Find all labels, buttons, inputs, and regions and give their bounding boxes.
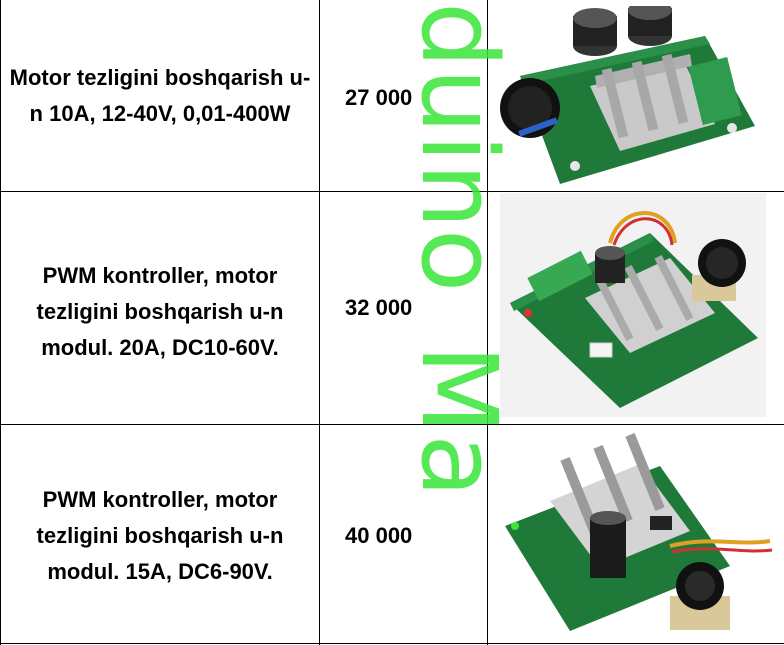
product-image-1 bbox=[500, 6, 770, 186]
table-border-bottom bbox=[0, 643, 784, 644]
table-row-1-title: Motor tezligini boshqarish u-n 10A, 12-4… bbox=[9, 65, 311, 126]
table-row-3-price: 40 000 bbox=[345, 523, 413, 548]
table-row-3-title: PWM kontroller, motor tezligini boshqari… bbox=[36, 487, 284, 584]
table-row-2-price: 32 000 bbox=[345, 295, 413, 320]
table-divider-col2 bbox=[487, 0, 488, 645]
table-row-divider-2 bbox=[0, 424, 784, 425]
table-row-1-price: 27 000 bbox=[345, 85, 413, 110]
table-row-divider-1 bbox=[0, 191, 784, 192]
table-border-left bbox=[0, 0, 1, 645]
table-divider-col1 bbox=[319, 0, 320, 645]
product-image-2 bbox=[500, 193, 766, 417]
product-image-3 bbox=[490, 426, 776, 638]
table-row-2-title: PWM kontroller, motor tezligini boshqari… bbox=[36, 263, 284, 360]
